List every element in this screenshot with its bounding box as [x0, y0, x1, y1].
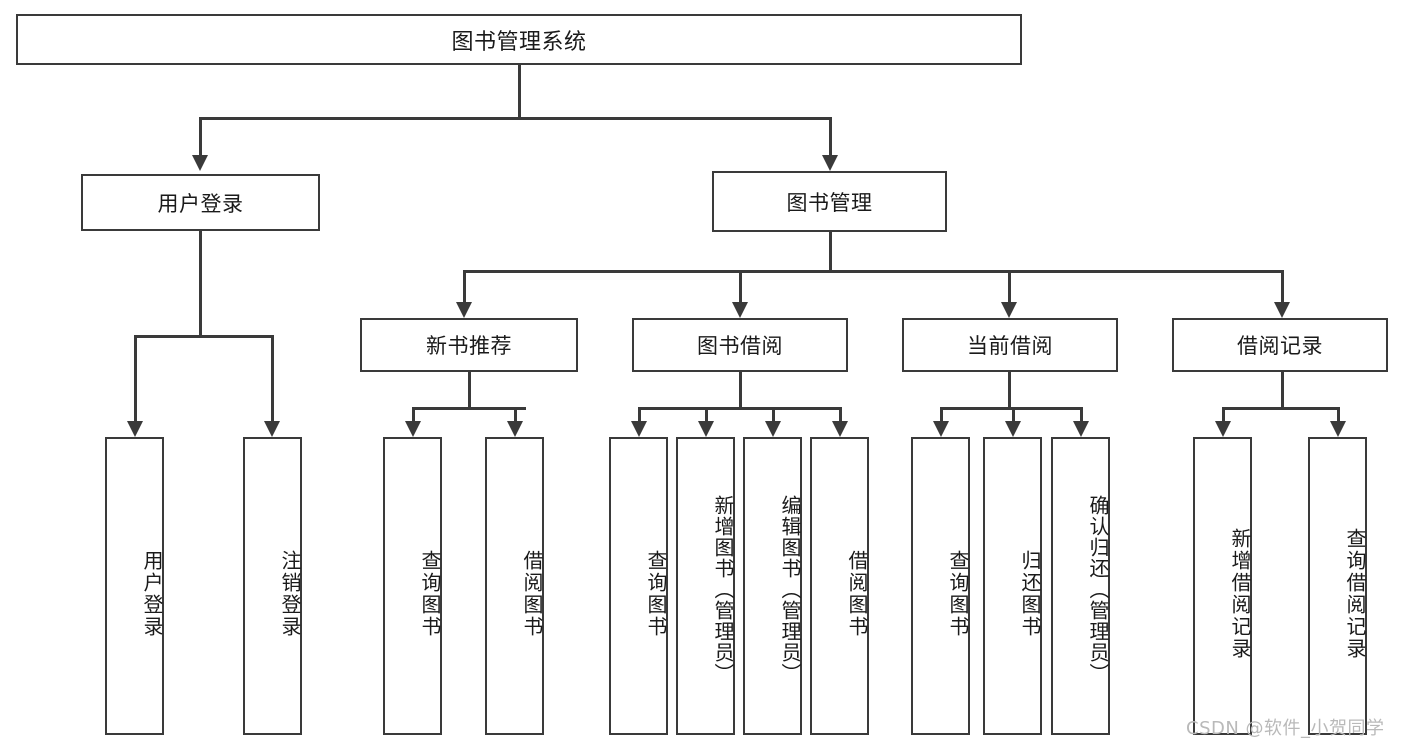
arrow-user-login-leaf2 — [264, 421, 280, 437]
connector-current-borrow-leaf2 — [1012, 407, 1015, 422]
node-borrow-record-label: 借阅记录 — [1237, 334, 1323, 358]
connector-book-borrow-leaf4 — [839, 407, 842, 422]
leaf-add-borrow-record-label: 新增借阅记录 — [1228, 528, 1252, 660]
connector-root-to-book-mgmt — [829, 117, 832, 156]
node-book-borrow[interactable]: 图书借阅 — [632, 318, 848, 372]
node-user-login-label: 用户登录 — [157, 191, 244, 216]
arrow-new-book-leaf2 — [507, 421, 523, 437]
node-book-borrow-label: 图书借阅 — [697, 334, 783, 358]
connector-borrow-record-leaf2 — [1337, 407, 1340, 422]
connector-new-book-leaf2 — [514, 407, 517, 422]
leaf-currentborrow-query-book-label: 查询图书 — [946, 550, 970, 638]
leaf-bookborrow-borrow-book-label: 借阅图书 — [845, 550, 869, 638]
node-root[interactable]: 图书管理系统 — [16, 14, 1022, 65]
leaf-bookborrow-query-book-label: 查询图书 — [644, 550, 668, 638]
node-borrow-record[interactable]: 借阅记录 — [1172, 318, 1388, 372]
node-user-login[interactable]: 用户登录 — [81, 174, 320, 231]
arrow-book-borrow-leaf1 — [631, 421, 647, 437]
leaf-bookborrow-add-book-label: 新增图书（管理员） — [711, 494, 735, 684]
arrow-to-borrow-record — [1274, 302, 1290, 318]
connector-book-mgmt-stem — [829, 232, 832, 270]
arrow-current-borrow-leaf3 — [1073, 421, 1089, 437]
connector-new-book-stem — [468, 372, 471, 407]
leaf-logout-label: 注销登录 — [278, 550, 302, 638]
leaf-currentborrow-return-book[interactable]: 归还图书 — [983, 437, 1042, 735]
leaf-user-login[interactable]: 用户登录 — [105, 437, 164, 735]
connector-borrow-record-stem — [1281, 372, 1284, 407]
node-new-book-recommend[interactable]: 新书推荐 — [360, 318, 578, 372]
connector-book-borrow-leaf3 — [772, 407, 775, 422]
connector-current-borrow-leaf1 — [940, 407, 943, 422]
connector-user-login-bus — [134, 335, 273, 338]
connector-current-borrow-bus — [940, 407, 1082, 410]
leaf-bookborrow-query-book[interactable]: 查询图书 — [609, 437, 668, 735]
connector-book-borrow-leaf1 — [638, 407, 641, 422]
connector-new-book-leaf1 — [412, 407, 415, 422]
arrow-current-borrow-leaf1 — [933, 421, 949, 437]
leaf-newbook-borrow-book[interactable]: 借阅图书 — [485, 437, 544, 735]
leaf-currentborrow-return-book-label: 归还图书 — [1018, 550, 1042, 638]
leaf-query-borrow-record[interactable]: 查询借阅记录 — [1308, 437, 1367, 735]
arrow-to-current-borrow — [1001, 302, 1017, 318]
arrow-to-new-book — [456, 302, 472, 318]
leaf-bookborrow-borrow-book[interactable]: 借阅图书 — [810, 437, 869, 735]
leaf-currentborrow-confirm-return-label: 确认归还（管理员） — [1086, 494, 1110, 684]
connector-book-mgmt-bus — [463, 270, 1283, 273]
arrow-borrow-record-leaf1 — [1215, 421, 1231, 437]
arrow-book-borrow-leaf4 — [832, 421, 848, 437]
node-root-label: 图书管理系统 — [451, 29, 587, 55]
connector-to-new-book — [463, 270, 466, 303]
leaf-newbook-query-book-label: 查询图书 — [418, 550, 442, 638]
leaf-user-login-label: 用户登录 — [140, 550, 164, 638]
leaf-newbook-query-book[interactable]: 查询图书 — [383, 437, 442, 735]
node-book-management-label: 图书管理 — [786, 190, 873, 215]
connector-user-login-leaf1 — [134, 335, 137, 422]
csdn-watermark: CSDN @软件_小贺同学 — [1186, 718, 1385, 739]
connector-to-current-borrow — [1008, 270, 1011, 303]
connector-borrow-record-bus — [1222, 407, 1339, 410]
arrow-book-borrow-leaf2 — [698, 421, 714, 437]
leaf-logout[interactable]: 注销登录 — [243, 437, 302, 735]
arrow-book-borrow-leaf3 — [765, 421, 781, 437]
arrow-user-login-leaf1 — [127, 421, 143, 437]
leaf-currentborrow-confirm-return[interactable]: 确认归还（管理员） — [1051, 437, 1110, 735]
leaf-add-borrow-record[interactable]: 新增借阅记录 — [1193, 437, 1252, 735]
connector-root-to-user-login — [199, 117, 202, 156]
connector-book-borrow-leaf2 — [705, 407, 708, 422]
arrow-borrow-record-leaf2 — [1330, 421, 1346, 437]
connector-new-book-bus — [412, 407, 526, 410]
arrow-to-book-borrow — [732, 302, 748, 318]
leaf-query-borrow-record-label: 查询借阅记录 — [1343, 528, 1367, 660]
connector-root-stem — [518, 65, 521, 117]
leaf-currentborrow-query-book[interactable]: 查询图书 — [911, 437, 970, 735]
connector-user-login-stem — [199, 231, 202, 335]
connector-root-bus — [199, 117, 831, 120]
connector-user-login-leaf2 — [271, 335, 274, 422]
leaf-bookborrow-add-book[interactable]: 新增图书（管理员） — [676, 437, 735, 735]
leaf-bookborrow-edit-book[interactable]: 编辑图书（管理员） — [743, 437, 802, 735]
node-new-book-recommend-label: 新书推荐 — [426, 334, 512, 358]
arrow-new-book-leaf1 — [405, 421, 421, 437]
leaf-bookborrow-edit-book-label: 编辑图书（管理员） — [778, 494, 802, 684]
arrow-to-book-mgmt — [822, 155, 838, 171]
leaf-newbook-borrow-book-label: 借阅图书 — [520, 550, 544, 638]
node-current-borrow-label: 当前借阅 — [967, 334, 1053, 358]
arrow-current-borrow-leaf2 — [1005, 421, 1021, 437]
connector-to-book-borrow — [739, 270, 742, 303]
node-book-management[interactable]: 图书管理 — [712, 171, 947, 232]
connector-book-borrow-bus — [638, 407, 841, 410]
connector-current-borrow-stem — [1008, 372, 1011, 407]
node-current-borrow[interactable]: 当前借阅 — [902, 318, 1118, 372]
connector-to-borrow-record — [1281, 270, 1284, 303]
arrow-to-user-login — [192, 155, 208, 171]
connector-current-borrow-leaf3 — [1080, 407, 1083, 422]
connector-borrow-record-leaf1 — [1222, 407, 1225, 422]
connector-book-borrow-stem — [739, 372, 742, 407]
